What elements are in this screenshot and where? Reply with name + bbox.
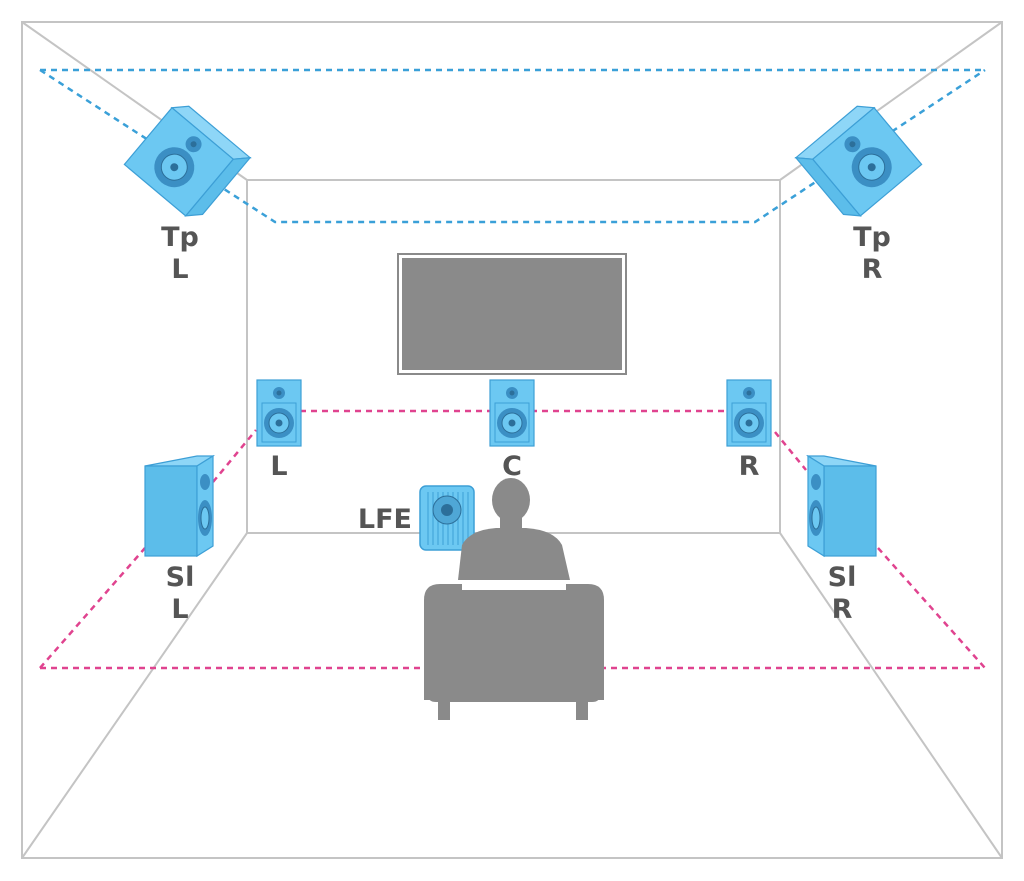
- label-top-left-line1: Tp: [161, 222, 199, 253]
- height-layer-lines: [39, 68, 986, 224]
- label-side-left: Sl L: [166, 562, 195, 625]
- speaker-top-left: [123, 105, 252, 217]
- label-subwoofer: LFE: [358, 504, 412, 535]
- speaker-icon: [726, 379, 772, 447]
- speaker-side-right: [805, 454, 877, 558]
- label-center: C: [502, 451, 522, 482]
- speaker-icon: [144, 454, 216, 558]
- label-side-right-line1: Sl: [828, 562, 857, 593]
- speaker-top-right: [794, 105, 923, 217]
- speaker-front-left: [256, 379, 302, 447]
- label-front-left: L: [270, 451, 287, 482]
- label-top-right-line1: Tp: [853, 222, 891, 253]
- speaker-icon: [123, 105, 252, 217]
- label-side-left-line1: Sl: [166, 562, 195, 593]
- speaker-icon: [794, 105, 923, 217]
- label-front-right: R: [739, 451, 760, 482]
- label-top-right: Tp R: [853, 222, 891, 285]
- label-side-right: Sl R: [828, 562, 857, 625]
- speaker-center: [489, 379, 535, 447]
- label-top-left-line2: L: [171, 254, 188, 285]
- speaker-icon: [805, 454, 877, 558]
- speaker-icon: [256, 379, 302, 447]
- label-top-right-line2: R: [862, 254, 883, 285]
- listener-silhouette-icon: [424, 478, 604, 720]
- speaker-front-right: [726, 379, 772, 447]
- label-side-left-line2: L: [171, 594, 188, 625]
- speaker-icon: [489, 379, 535, 447]
- subwoofer-icon: [419, 485, 475, 551]
- tv-screen-icon: [397, 253, 627, 375]
- speaker-side-left: [144, 454, 216, 558]
- label-top-left: Tp L: [161, 222, 199, 285]
- label-side-right-line2: R: [832, 594, 853, 625]
